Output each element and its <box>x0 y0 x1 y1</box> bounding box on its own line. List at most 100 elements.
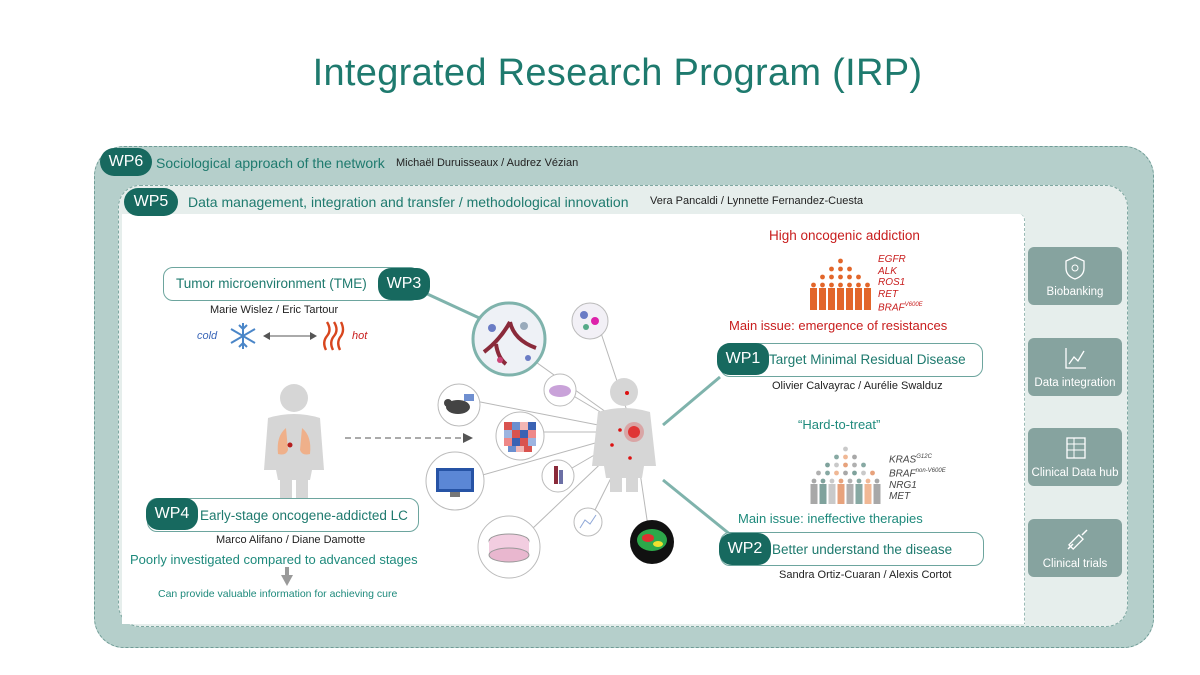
database-icon <box>1066 437 1086 459</box>
wp2-title: Better understand the disease <box>772 542 953 557</box>
wp5-title: Data management, integration and transfe… <box>188 194 629 210</box>
person-figure <box>847 266 852 272</box>
genetics-sample-icon <box>541 459 575 493</box>
sidebar-label: Biobanking <box>1046 286 1104 298</box>
gene-braf-sup: V600E <box>904 302 923 308</box>
wp4-note: Poorly investigated compared to advanced… <box>130 552 418 567</box>
snowflake-icon <box>230 323 256 349</box>
page-title: Integrated Research Program (IRP) <box>312 52 923 94</box>
wp2-leaders: Sandra Ortiz-Cuaran / Alexis Cortot <box>779 569 952 581</box>
gene-braf-name: BRAF <box>878 302 905 314</box>
cell-imaging-icon <box>571 302 609 340</box>
computer-analysis-icon <box>425 451 485 511</box>
down-arrow-icon <box>281 575 293 586</box>
tumor-scan-icon <box>630 520 674 564</box>
cold-label: cold <box>197 330 218 342</box>
person-figure <box>825 462 830 468</box>
person-figure <box>838 266 843 272</box>
person-figure <box>819 282 826 310</box>
person-figure <box>820 274 825 280</box>
gene-alk: ALK <box>878 265 897 277</box>
wp3-leaders: Marie Wislez / Eric Tartour <box>210 304 339 316</box>
person-figure <box>846 282 853 310</box>
wp4-title: Early-stage oncogene-addicted LC <box>200 508 408 523</box>
wp1-gene-list: EGFR ALK ROS1 RET BRAFV600E <box>878 254 923 314</box>
patients-orange-icon <box>810 258 871 310</box>
heatmap-icon <box>495 411 545 461</box>
patients-mixed-icon <box>810 446 881 504</box>
heat-flame-icon <box>323 321 345 351</box>
person-figure <box>843 462 848 468</box>
sidebar-label: Data integration <box>1034 377 1116 389</box>
wp1-connector <box>662 375 721 427</box>
gene-ret: RET <box>878 288 898 300</box>
person-figure <box>838 274 843 280</box>
person-figure <box>870 470 875 476</box>
person-figure <box>873 478 881 504</box>
wp2-heading: “Hard-to-treat” <box>798 417 881 432</box>
wp5-badge: WP5 <box>124 188 178 216</box>
person-figure <box>843 446 848 452</box>
wp6-title: Sociological approach of the network <box>156 155 385 171</box>
gene-kras: KRAS <box>889 454 917 466</box>
person-figure <box>829 266 834 272</box>
person-figure <box>834 470 839 476</box>
person-figure <box>834 462 839 468</box>
sidebar-label: Clinical trials <box>1042 558 1108 570</box>
person-figure <box>846 478 854 504</box>
wp1-heading: High oncogenic addiction <box>769 228 920 243</box>
person-figure <box>847 274 852 280</box>
wp2-gene-list: KRASG12C BRAFnon-V600E NRG1 MET <box>889 452 946 503</box>
chart-line-icon <box>1065 348 1086 369</box>
wp4-conclusion: Can provide valuable information for ach… <box>158 588 398 600</box>
wp1-badge: WP1 <box>717 343 769 375</box>
plot-small-icon <box>573 507 603 537</box>
person-figure <box>855 478 863 504</box>
wp2-issue: Main issue: ineffective therapies <box>738 511 923 526</box>
gene-egfr: EGFR <box>878 254 906 265</box>
person-figure <box>855 282 862 310</box>
sidebar-label: Clinical Data hub <box>1031 467 1119 479</box>
sidebar-item-clinical-trials[interactable]: Clinical trials <box>1028 519 1122 577</box>
wp3-title: Tumor microenvironment (TME) <box>176 276 367 291</box>
person-figure <box>828 478 836 504</box>
person-figure <box>810 478 818 504</box>
mouse-model-icon <box>437 383 481 427</box>
wp3-box: Tumor microenvironment (TME) <box>163 267 420 301</box>
person-figure <box>861 462 866 468</box>
sidebar-item-biobanking[interactable]: Biobanking <box>1028 247 1122 305</box>
patient-silhouette-center <box>592 378 656 492</box>
gene-kras-sup: G12C <box>916 454 932 460</box>
person-figure <box>843 454 848 460</box>
syringe-icon <box>1067 529 1088 550</box>
person-figure <box>843 470 848 476</box>
person-figure <box>825 470 830 476</box>
wp1-title: Target Minimal Residual Disease <box>769 352 966 367</box>
person-figure <box>837 282 844 310</box>
patient-silhouette-left <box>264 384 324 508</box>
person-figure <box>819 478 827 504</box>
person-figure <box>834 454 839 460</box>
wp2-connector <box>662 478 738 542</box>
person-figure <box>864 282 871 310</box>
sidebar-item-clinical-data-hub[interactable]: Clinical Data hub <box>1028 428 1122 486</box>
gene-nrg1: NRG1 <box>889 479 917 491</box>
person-figure <box>861 470 866 476</box>
gene-braf2-sup: non-V600E <box>915 467 946 474</box>
sidebar-item-data-integration[interactable]: Data integration <box>1028 338 1122 396</box>
petri-dish-small-icon <box>543 373 577 407</box>
gene-met: MET <box>889 491 911 503</box>
person-figure <box>828 282 835 310</box>
petri-dish-icon <box>477 515 541 579</box>
person-figure <box>829 274 834 280</box>
person-figure <box>852 470 857 476</box>
wp4-badge: WP4 <box>146 498 198 530</box>
person-figure <box>856 274 861 280</box>
wp6-badge: WP6 <box>100 148 152 176</box>
person-figure <box>838 258 843 264</box>
wp1-leaders: Olivier Calvayrac / Aurélie Swalduz <box>772 380 943 392</box>
hot-label: hot <box>352 330 368 342</box>
wp3-badge: WP3 <box>378 268 430 300</box>
tme-microscopy-icon <box>471 301 547 377</box>
